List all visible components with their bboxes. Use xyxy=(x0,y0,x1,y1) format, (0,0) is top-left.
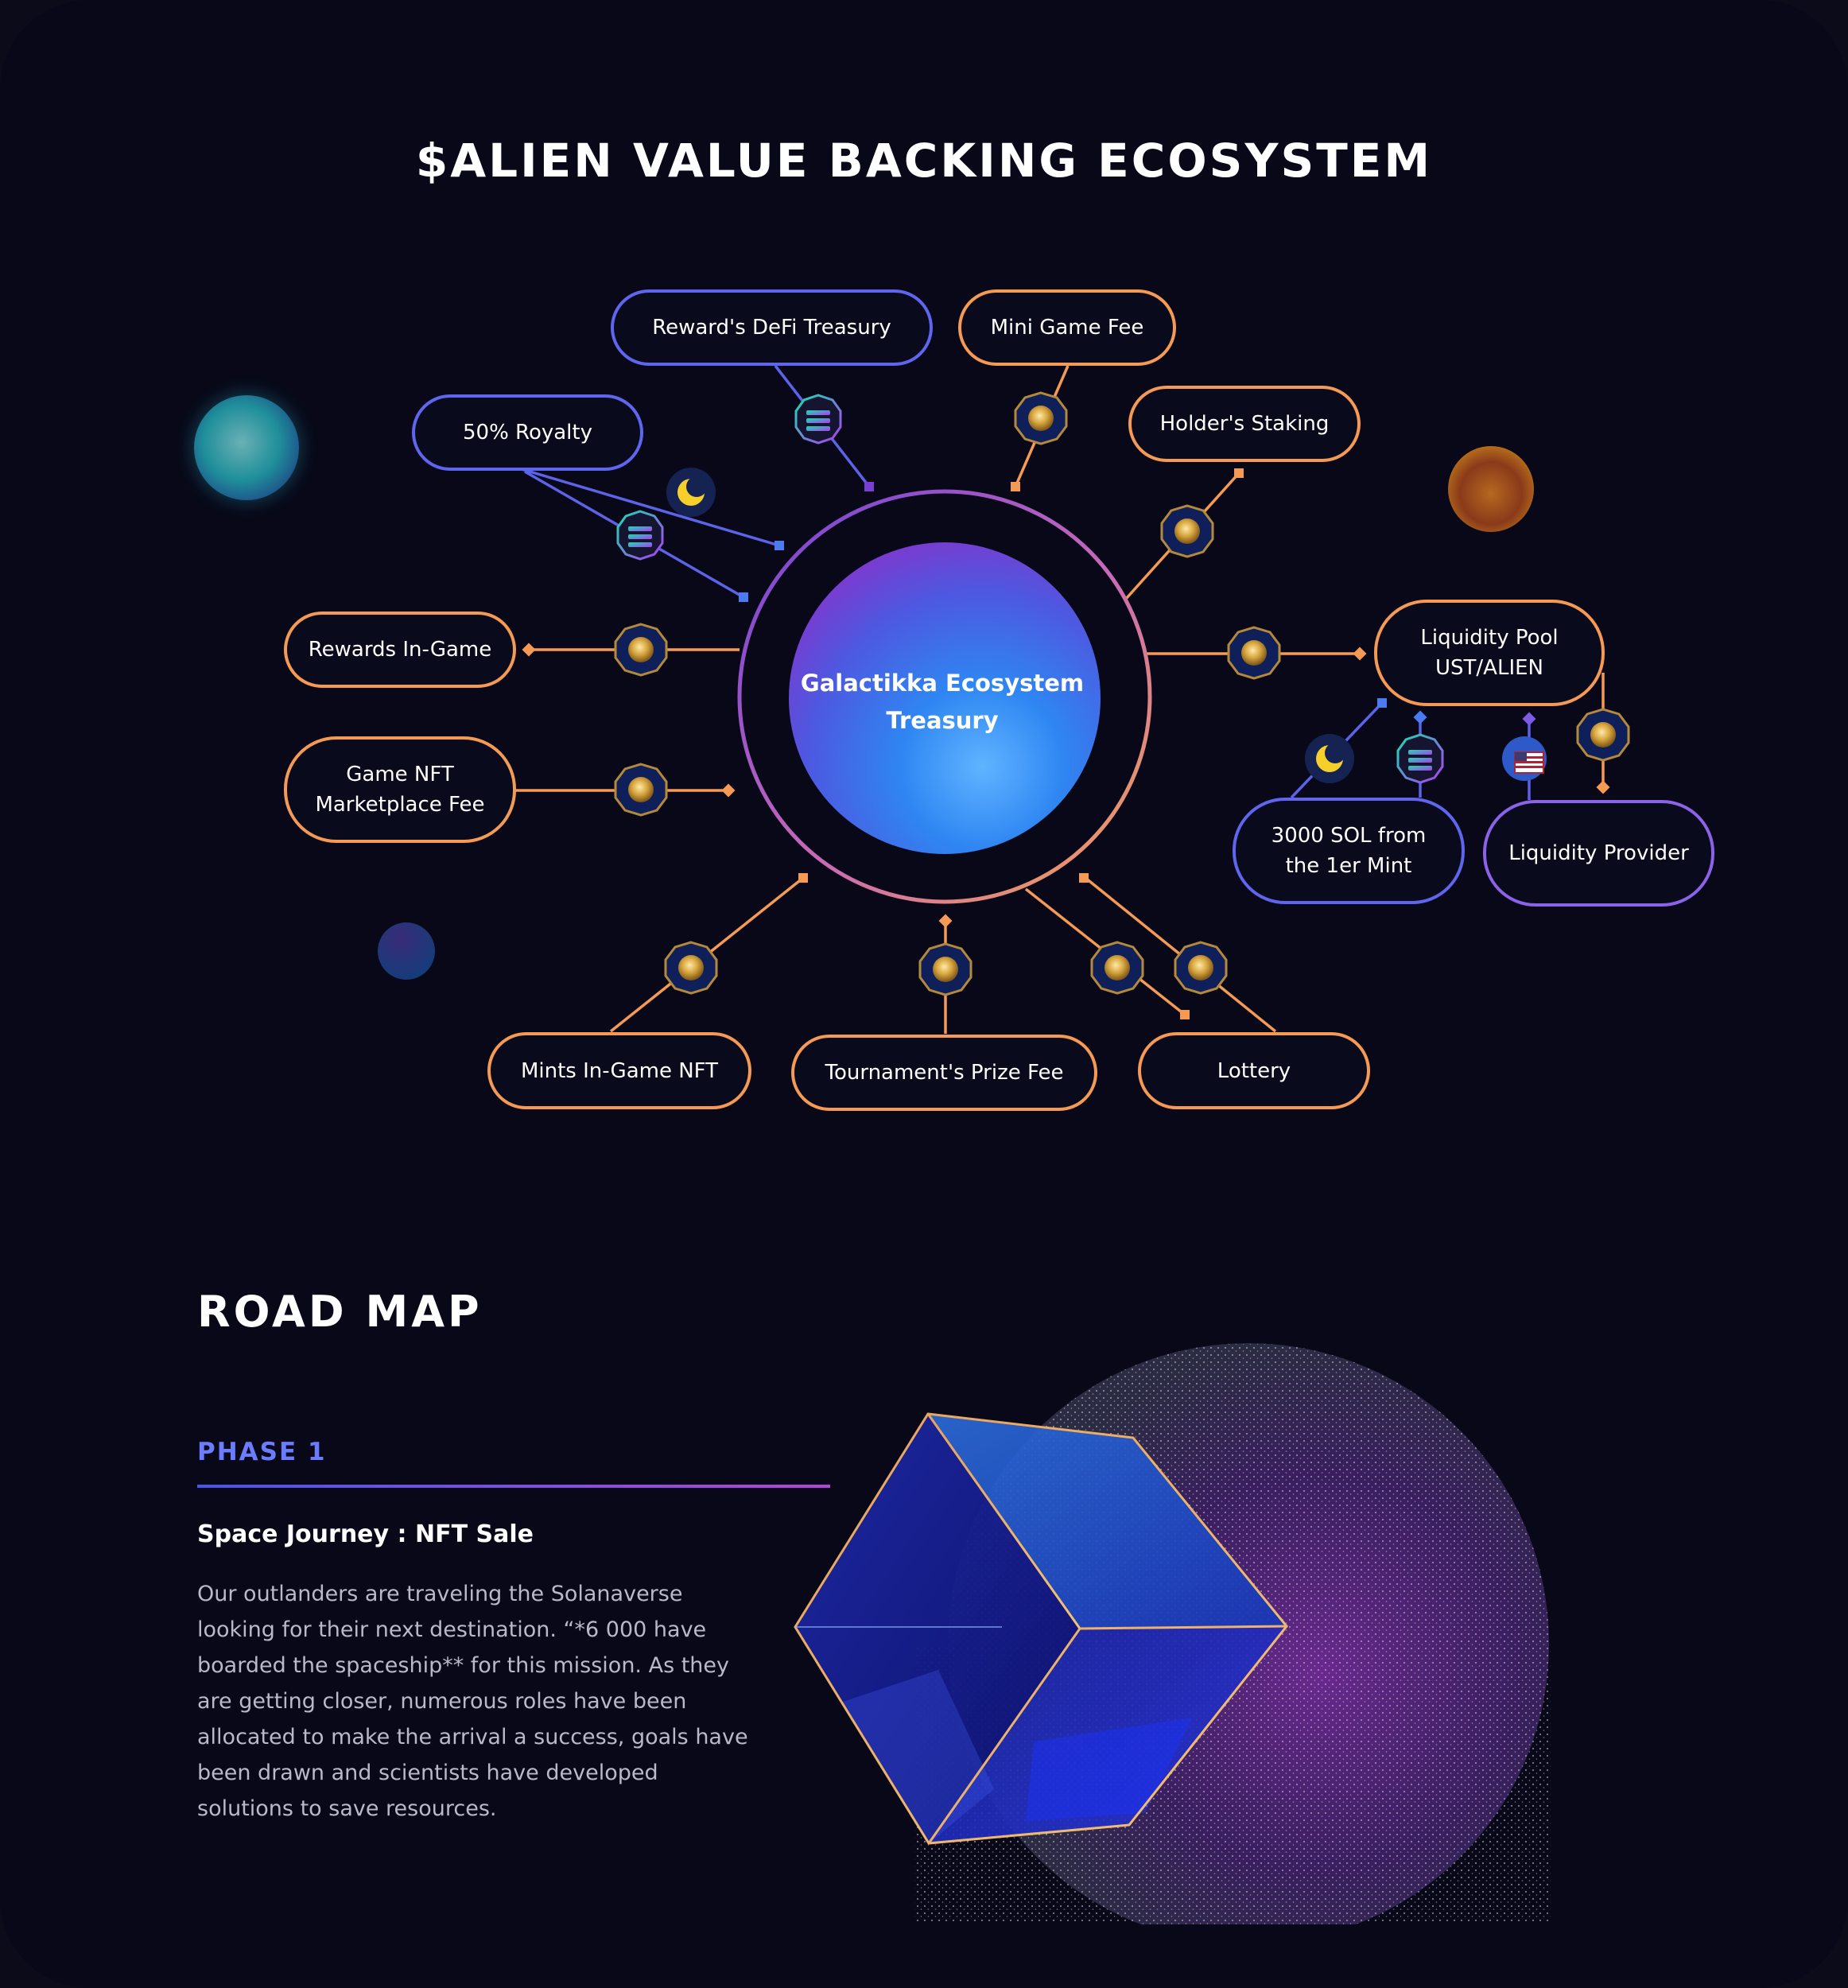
alien-token-icon xyxy=(1090,941,1144,995)
node-lottery: Lottery xyxy=(1138,1032,1370,1109)
node-holders-staking: Holder's Staking xyxy=(1128,386,1361,462)
purple-marker xyxy=(1522,712,1536,726)
phase-divider xyxy=(197,1485,830,1488)
solana-token-icon xyxy=(794,394,842,445)
node-lottery-label: Lottery xyxy=(1217,1058,1291,1083)
terra-luna-token-icon xyxy=(1305,734,1354,783)
node-tournament-prize-fee-label: Tournament's Prize Fee xyxy=(825,1061,1064,1085)
small-planet xyxy=(378,922,435,980)
node-sol-first-mint-label: 3000 SOL from the 1er Mint xyxy=(1271,824,1427,878)
node-royalty: 50% Royalty xyxy=(412,394,643,471)
alien-token-icon xyxy=(918,942,973,996)
glass-cube xyxy=(794,1412,1288,1845)
alien-token-icon xyxy=(1227,626,1281,680)
node-rewards-in-game-label: Rewards In-Game xyxy=(308,638,492,662)
node-defi-treasury: Reward's DeFi Treasury xyxy=(611,289,933,366)
page-title: $ALIEN VALUE BACKING ECOSYSTEM xyxy=(415,134,1433,188)
node-nft-marketplace-fee: Game NFT Marketplace Fee xyxy=(284,736,516,843)
stardust-sphere xyxy=(914,1343,1551,1944)
phase-subtitle: Space Journey : NFT Sale xyxy=(197,1520,534,1548)
alien-token-icon xyxy=(614,623,668,677)
node-nft-marketplace-fee-label: Game NFT Marketplace Fee xyxy=(315,763,485,817)
alien-token-icon xyxy=(1160,504,1214,558)
node-mints-in-game-nft-label: Mints In-Game NFT xyxy=(520,1058,719,1083)
node-holders-staking-label: Holder's Staking xyxy=(1159,412,1330,436)
node-defi-treasury-label: Reward's DeFi Treasury xyxy=(652,316,891,340)
node-rewards-in-game: Rewards In-Game xyxy=(284,612,516,688)
blue-markers xyxy=(739,541,1427,724)
phase-label: PHASE 1 xyxy=(197,1438,327,1466)
amber-planet xyxy=(1448,446,1534,532)
teal-planet xyxy=(194,395,299,500)
node-liquidity-provider-label: Liquidity Provider xyxy=(1508,841,1689,865)
alien-token-icon xyxy=(1174,941,1228,995)
treasury-label: Galactikka Ecosystem Treasury xyxy=(800,670,1085,734)
node-liquidity-pool: Liquidity Pool UST/ALIEN xyxy=(1374,600,1605,706)
treasury-ring xyxy=(737,489,1152,904)
phase-description: Our outlanders are traveling the Solanav… xyxy=(197,1582,748,1821)
alien-token-icon xyxy=(664,941,718,995)
node-sol-first-mint: 3000 SOL from the 1er Mint xyxy=(1233,798,1465,904)
terra-luna-token-icon xyxy=(666,468,716,517)
node-royalty-label: 50% Royalty xyxy=(463,421,592,445)
alien-token-icon xyxy=(1014,391,1068,445)
purple-marker xyxy=(864,482,874,491)
node-mini-game-fee: Mini Game Fee xyxy=(958,289,1176,366)
ust-token-icon xyxy=(1502,736,1547,781)
node-mints-in-game-nft: Mints In-Game NFT xyxy=(487,1032,751,1109)
node-mini-game-fee-label: Mini Game Fee xyxy=(990,316,1144,340)
node-liquidity-pool-label: Liquidity Pool UST/ALIEN xyxy=(1420,626,1559,680)
solana-token-icon xyxy=(616,510,664,561)
ecosystem-diagram xyxy=(191,364,1630,1034)
alien-token-icon xyxy=(1576,708,1630,762)
node-tournament-prize-fee: Tournament's Prize Fee xyxy=(791,1035,1097,1111)
solana-token-icon xyxy=(1396,733,1444,784)
node-liquidity-provider: Liquidity Provider xyxy=(1483,800,1714,907)
roadmap-title: ROAD MAP xyxy=(197,1287,483,1337)
treasury-sphere xyxy=(789,542,1101,854)
alien-token-icon xyxy=(614,763,668,817)
connector-markers xyxy=(522,468,1610,1019)
